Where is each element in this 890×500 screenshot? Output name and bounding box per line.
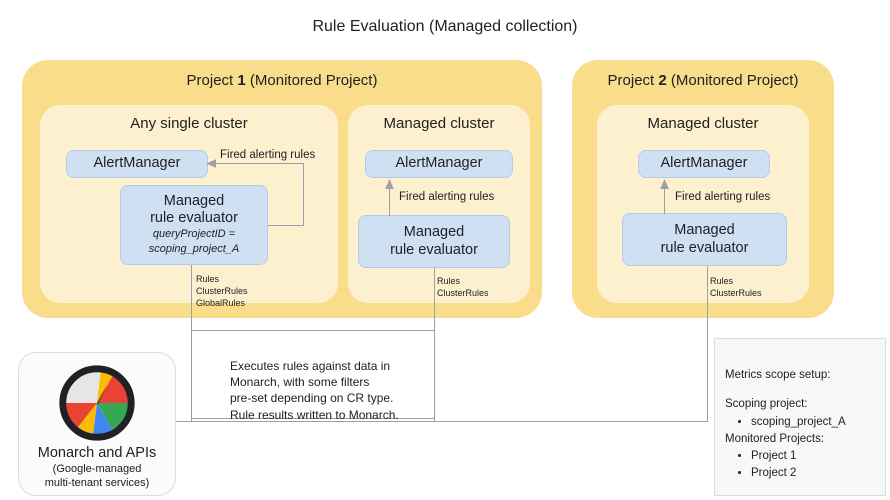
cluster-label-p2-managed: Managed cluster <box>647 115 759 132</box>
project-2-label-number: 2 <box>658 72 667 89</box>
connector-fired-alerting-p1-a-bottom <box>268 225 304 226</box>
note-box-top-rule <box>191 330 434 331</box>
connector-fired-alerting-p1-b <box>389 188 390 216</box>
rule-evaluator-label-line2: rule evaluator <box>150 210 238 227</box>
project-2-label: Project 2 (Monitored Project) <box>572 72 834 89</box>
arrowhead-icon-p1-b <box>385 179 394 189</box>
metrics-scope-panel: Metrics scope setup: Scoping project: sc… <box>714 338 886 496</box>
rule-evaluator-query-project-id: queryProjectID = <box>152 228 236 241</box>
connector-p1-b-to-monarch <box>434 268 435 422</box>
rule-evaluator-label-line1: Managed <box>674 222 735 239</box>
note-box-bottom-rule <box>191 418 434 419</box>
alertmanager-label: AlertManager <box>660 155 748 172</box>
rules-note-p1-a: Rules ClusterRules GlobalRules <box>196 274 248 309</box>
project-1-label-prefix: Project <box>186 72 238 89</box>
project-2-label-prefix: Project <box>607 72 659 89</box>
monarch-title: Monarch and APIs <box>37 445 157 461</box>
connector-monarch-bus <box>176 421 708 422</box>
monitored-projects-list: Project 1 Project 2 <box>725 448 875 483</box>
project-2-label-suffix: (Monitored Project) <box>666 72 799 89</box>
connector-fired-alerting-p1-a-riser <box>303 163 304 226</box>
rules-note-p1-b: Rules ClusterRules <box>437 276 489 299</box>
alertmanager-label: AlertManager <box>93 155 181 172</box>
metrics-scope-heading: Metrics scope setup: <box>725 369 831 381</box>
note-executes-rules: Executes rules against data in Monarch, … <box>230 359 399 422</box>
monarch-card[interactable]: Monarch and APIs (Google-managed multi-t… <box>18 352 176 496</box>
monarch-subtitle: (Google-managed multi-tenant services) <box>44 463 150 489</box>
scoping-project-label: Scoping project: <box>725 398 808 411</box>
page-title: Rule Evaluation (Managed collection) <box>312 18 578 35</box>
monitored-projects-label: Monitored Projects: <box>725 432 825 445</box>
alertmanager-box-p1-managed[interactable]: AlertManager <box>365 150 513 178</box>
scoping-project-list: scoping_project_A <box>725 414 875 431</box>
rule-evaluator-label-line1: Managed <box>403 224 465 241</box>
fired-alerting-rules-label-p2: Fired alerting rules <box>675 191 771 203</box>
fired-alerting-rules-label-p1-b: Fired alerting rules <box>399 191 495 203</box>
list-item: Project 2 <box>751 465 875 482</box>
arrowhead-icon-p2 <box>660 179 669 189</box>
list-item: Project 1 <box>751 448 875 465</box>
rule-evaluator-label-line2: rule evaluator <box>660 239 749 256</box>
rule-evaluator-scoping-project: scoping_project_A <box>148 243 240 256</box>
rules-note-p2: Rules ClusterRules <box>710 276 762 299</box>
rule-evaluator-box-p2-managed[interactable]: Managed rule evaluator <box>622 213 787 266</box>
fired-alerting-rules-label-p1-a: Fired alerting rules <box>220 149 316 161</box>
alertmanager-box-p2-managed[interactable]: AlertManager <box>638 150 770 178</box>
list-item: scoping_project_A <box>751 414 875 431</box>
rule-evaluator-box-p1-managed[interactable]: Managed rule evaluator <box>358 215 510 268</box>
connector-fired-alerting-p2 <box>664 188 665 214</box>
monarch-gauge-logo-icon <box>59 365 135 441</box>
arrowhead-icon-p1-a <box>206 159 216 168</box>
rule-evaluator-label-line2: rule evaluator <box>390 241 478 258</box>
scope-spacer <box>725 384 875 396</box>
project-1-label-suffix: (Monitored Project) <box>245 72 378 89</box>
cluster-label-any-single: Any single cluster <box>130 115 248 132</box>
connector-p1-a-to-monarch <box>191 265 192 422</box>
project-1-label-number: 1 <box>237 72 246 89</box>
connector-fired-alerting-p1-a-top <box>214 163 304 164</box>
rule-evaluator-box-p1-any-single[interactable]: Managed rule evaluator queryProjectID = … <box>120 185 268 265</box>
project-2-cluster-managed: Managed cluster <box>597 105 809 303</box>
project-1-cluster-managed: Managed cluster <box>348 105 530 303</box>
cluster-label-p1-managed: Managed cluster <box>383 115 495 132</box>
rule-evaluator-label-line1: Managed <box>163 193 225 210</box>
alertmanager-box-p1-any-single[interactable]: AlertManager <box>66 150 208 178</box>
alertmanager-label: AlertManager <box>395 155 483 172</box>
connector-p2-to-monarch <box>707 266 708 422</box>
project-1-label: Project 1 (Monitored Project) <box>22 72 542 89</box>
